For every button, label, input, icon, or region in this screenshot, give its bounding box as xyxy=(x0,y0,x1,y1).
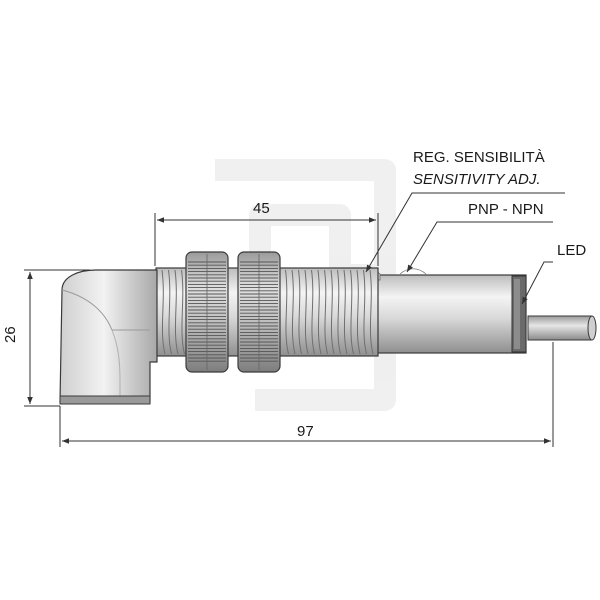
thread-line xyxy=(161,269,166,355)
label-reg-sensibilita: REG. SENSIBILITÀ xyxy=(413,149,545,166)
thread-line xyxy=(343,269,348,355)
thread-line xyxy=(363,269,367,355)
thread-line xyxy=(168,269,172,355)
label-sensitivity-adj: SENSITIVITY ADJ. xyxy=(413,171,541,188)
thread-line xyxy=(304,269,309,355)
thread-line xyxy=(174,269,179,355)
thread-line xyxy=(317,269,322,355)
nut-right xyxy=(237,251,281,373)
dimension-45 xyxy=(154,213,379,266)
dimension-label-26: 26 xyxy=(2,326,19,343)
leader-lines xyxy=(365,192,565,305)
leader-sensitivity xyxy=(365,192,565,273)
dimension-97 xyxy=(59,342,554,447)
thread-line xyxy=(350,269,354,355)
thread-line xyxy=(324,269,328,355)
dimension-label-45: 45 xyxy=(253,200,270,217)
label-led: LED xyxy=(557,242,587,259)
thread-line xyxy=(291,269,296,355)
nut-left xyxy=(185,251,229,373)
dimension-label-97: 97 xyxy=(297,423,314,440)
dimension-26 xyxy=(24,269,90,407)
thread-line xyxy=(285,269,289,355)
leader-led xyxy=(521,261,553,305)
leader-pnp-npn xyxy=(406,221,553,273)
thread-line xyxy=(337,269,341,355)
thread-line xyxy=(298,269,302,355)
label-pnp-npn: PNP - NPN xyxy=(468,201,544,218)
thread-line xyxy=(356,269,361,355)
thread-line xyxy=(181,269,185,355)
thread-line xyxy=(330,269,335,355)
cable xyxy=(527,315,597,341)
thread-line xyxy=(311,269,315,355)
thread-line xyxy=(369,269,374,355)
angled-head xyxy=(59,269,158,405)
